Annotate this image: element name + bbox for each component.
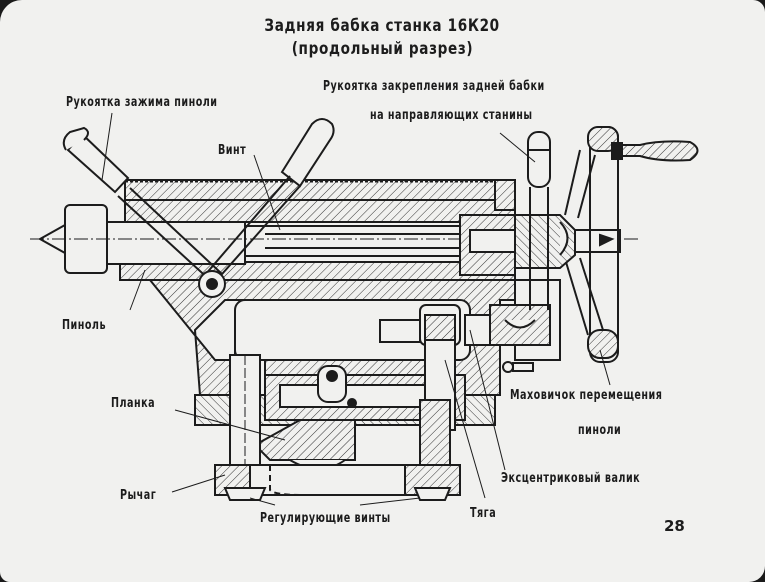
label-adjusting-screws: Регулирующие винты: [260, 511, 391, 526]
page-number: 28: [664, 517, 685, 535]
quill: [104, 221, 471, 265]
label-lever: Рычаг: [120, 488, 157, 503]
plate-part: [253, 419, 356, 470]
tailstock-lock-handle: [527, 131, 551, 310]
label-plate: Планка: [111, 396, 156, 411]
leader-lines: [101, 112, 611, 506]
label-screw: Винт: [218, 143, 247, 158]
quill-handwheel: [564, 126, 619, 363]
label-eccentric-shaft: Эксцентриковый валик: [501, 471, 641, 486]
side-bolt: [502, 361, 534, 373]
rear-housing: [459, 179, 621, 361]
quill-clamp-handle-right: [204, 118, 335, 283]
label-quill-clamp-handle: Рукоятка зажима пиноли: [66, 95, 218, 110]
slide-title: Задняя бабка станка 16К20: [264, 16, 501, 36]
label-tailstock-lock-handle-line1: Рукоятка закрепления задней бабки: [323, 79, 545, 94]
quill-clamp-handle-left: [62, 126, 223, 283]
rod: [419, 339, 456, 471]
slide-subtitle: (продольный разрез): [291, 39, 474, 59]
lever-part: [214, 464, 461, 501]
live-center: [30, 204, 640, 274]
label-quill-handwheel-line2: пиноли: [578, 423, 622, 438]
label-tailstock-lock-handle-line2: на направляющих станины: [370, 108, 533, 123]
label-quill-handwheel-line1: Маховичок перемещения: [510, 388, 663, 403]
label-quill: Пиноль: [62, 318, 107, 333]
tailstock-body-lower: [147, 279, 516, 426]
handwheel-crank-handle: [611, 140, 699, 162]
label-rod: Тяга: [470, 506, 497, 521]
